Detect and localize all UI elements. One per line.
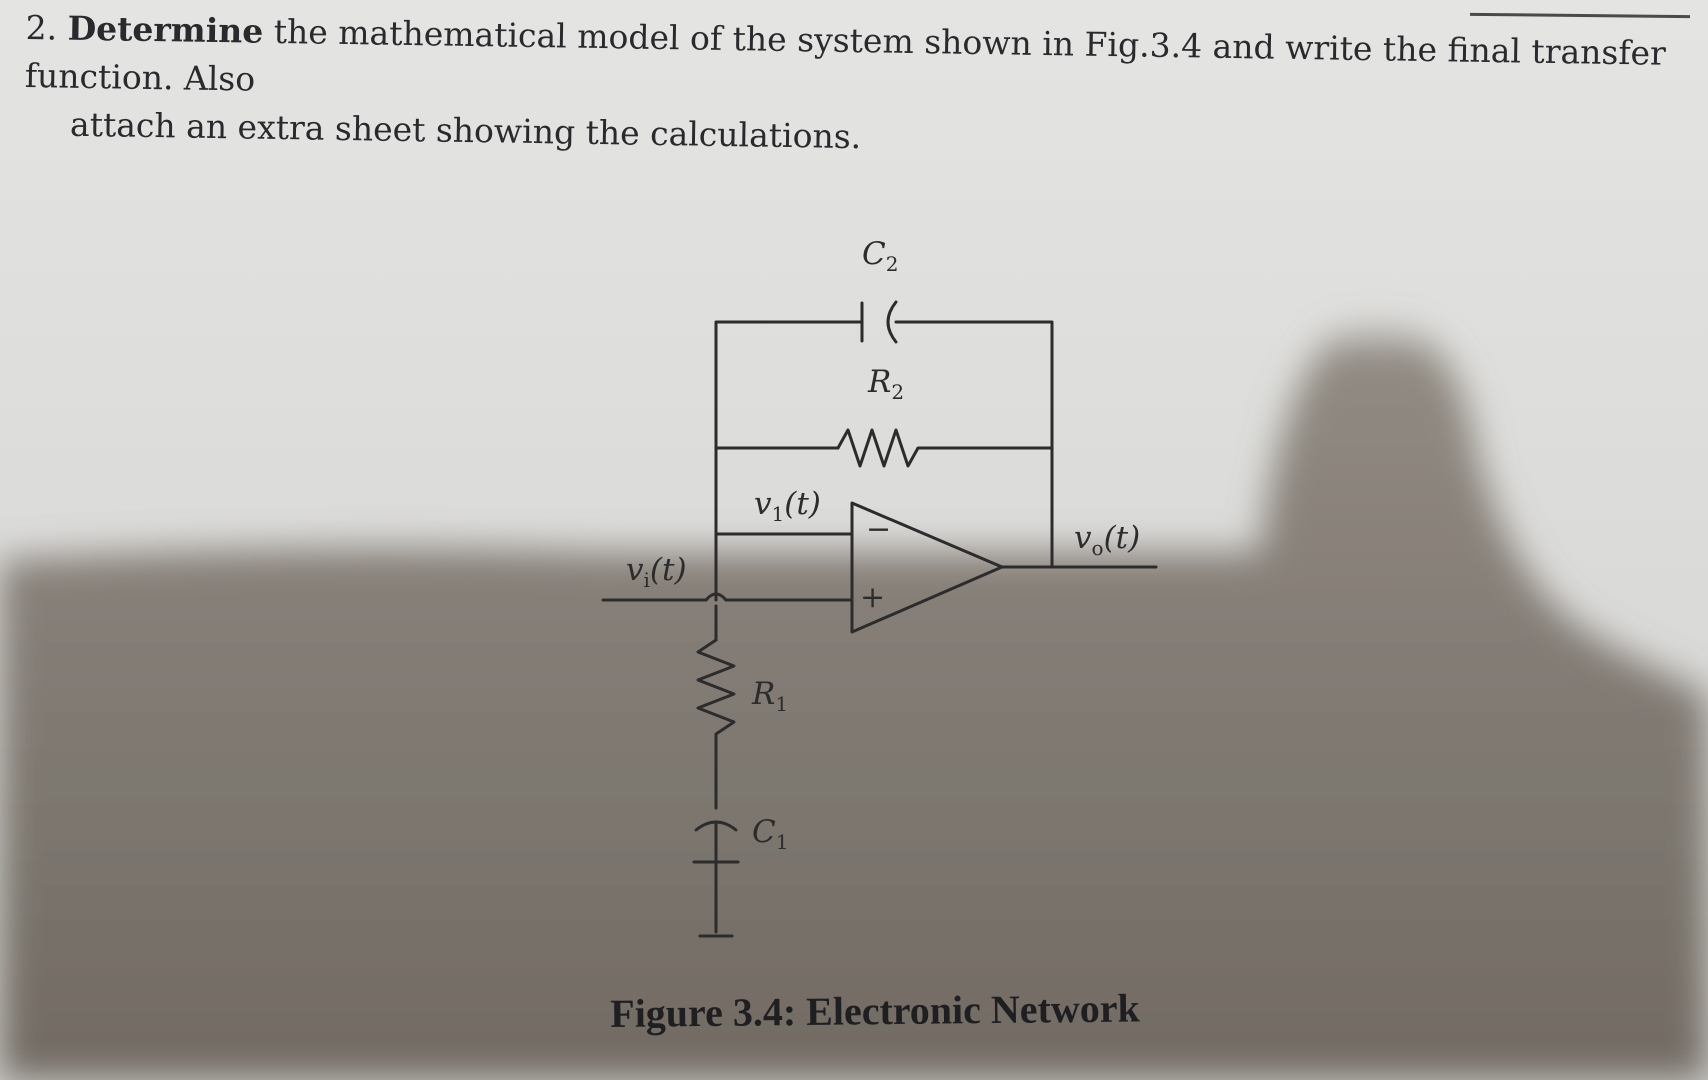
label-noninverting: + bbox=[860, 580, 886, 615]
label-c1: C1 bbox=[752, 814, 789, 855]
capacitor-c1 bbox=[692, 820, 740, 934]
label-vi: vi(t) bbox=[626, 552, 687, 593]
c2-branch-wire bbox=[714, 320, 1054, 602]
figure-caption: Figure 3.4: Electronic Network bbox=[610, 985, 1140, 1036]
label-r1: R1 bbox=[752, 676, 789, 717]
capacitor-c2 bbox=[860, 300, 898, 344]
label-v1: v1(t) bbox=[754, 486, 821, 527]
resistor-r1 bbox=[696, 638, 736, 810]
op-amp bbox=[850, 501, 1004, 634]
label-r2: R2 bbox=[868, 364, 905, 405]
label-c2: C2 bbox=[862, 236, 899, 277]
resistor-r2 bbox=[836, 428, 930, 468]
label-vo: vo(t) bbox=[1074, 520, 1141, 561]
label-inverting: − bbox=[866, 512, 892, 547]
wire-crossover bbox=[704, 592, 728, 602]
